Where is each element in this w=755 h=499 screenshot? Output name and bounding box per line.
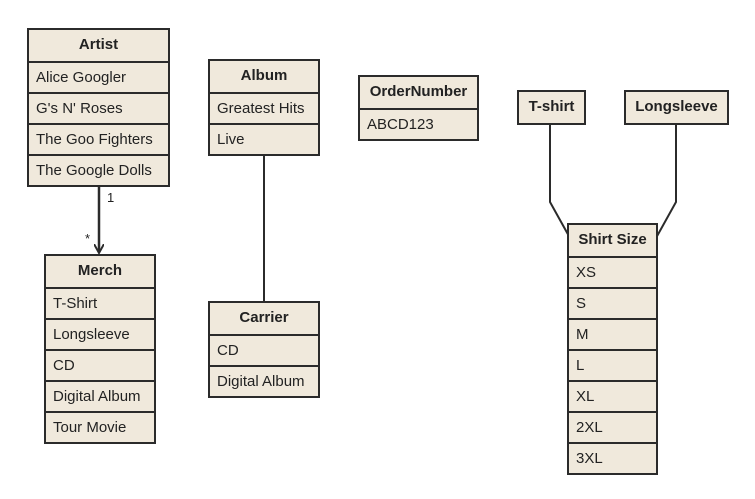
merch-title: Merch <box>77 262 123 279</box>
shirt-size-row: 3XL <box>569 442 656 473</box>
longsleeve-entity[interactable]: Longsleeve <box>624 90 729 125</box>
artist-title: Artist <box>78 36 119 53</box>
merch-row: Tour Movie <box>46 411 154 442</box>
tshirt-title: T-shirt <box>528 98 575 115</box>
album-row: Live <box>210 123 318 154</box>
longsleeve-title: Longsleeve <box>635 98 718 115</box>
order-number-row: ABCD123 <box>360 108 477 139</box>
carrier-title: Carrier <box>239 309 289 326</box>
artist-row: Alice Googler <box>29 61 168 92</box>
shirt-size-row: S <box>569 287 656 318</box>
order-number-title: OrderNumber <box>369 83 468 100</box>
merch-multiplicity-label: * <box>85 231 91 246</box>
artist-row: G's N' Roses <box>29 92 168 123</box>
merch-row: Longsleeve <box>46 318 154 349</box>
artist-row: The Google Dolls <box>29 154 168 185</box>
artist-row: The Goo Fighters <box>29 123 168 154</box>
tshirt-entity[interactable]: T-shirt <box>517 90 586 125</box>
merch-row: CD <box>46 349 154 380</box>
longsleeve-shirtsize-link <box>655 121 677 239</box>
carrier-row: CD <box>210 334 318 365</box>
merch-row: Digital Album <box>46 380 154 411</box>
shirt-size-row: XL <box>569 380 656 411</box>
album-title: Album <box>240 67 288 84</box>
album-row: Greatest Hits <box>210 92 318 123</box>
shirt-size-row: 2XL <box>569 411 656 442</box>
artist-multiplicity-label: 1 <box>107 190 115 205</box>
shirt-size-title: Shirt Size <box>578 231 647 248</box>
merch-row: T-Shirt <box>46 287 154 318</box>
shirt-size-row: L <box>569 349 656 380</box>
carrier-row: Digital Album <box>210 365 318 396</box>
shirt-size-row: M <box>569 318 656 349</box>
tshirt-shirtsize-link <box>549 121 571 239</box>
shirt-size-row: XS <box>569 256 656 287</box>
